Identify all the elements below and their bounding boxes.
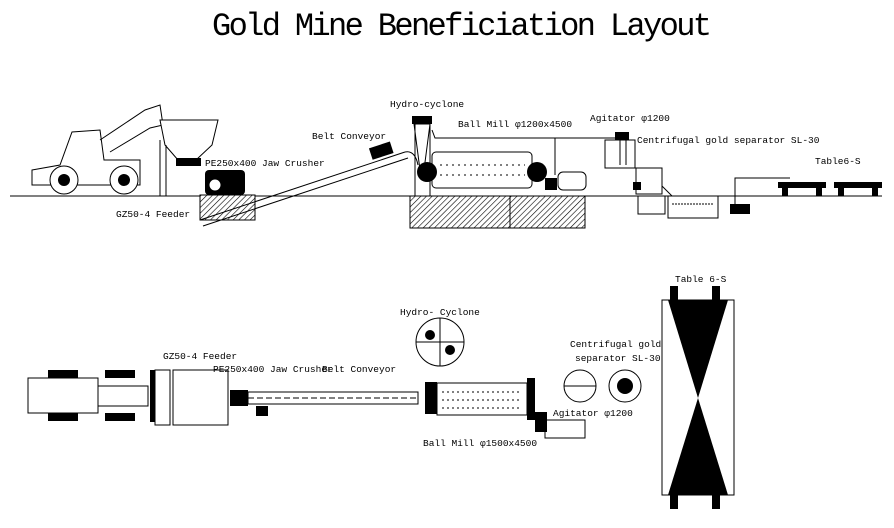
plan-agitator [563,369,642,403]
plan-hydro-cyclone [415,317,465,367]
label-centrifugal-separator: Centrifugal gold separator SL-30 [637,135,820,146]
label-jaw-crusher: PE250x400 Jaw Crusher [205,158,325,169]
plan-label-agitator: Agitator φ1200 [553,408,633,419]
plan-label-jaw-crusher: PE250x400 Jaw Crusher [213,364,333,375]
shaking-tables [778,182,882,196]
centrifugal-separator [633,167,673,215]
plan-ball-mill [425,378,586,439]
feeder-hopper [159,119,219,196]
elevation-view: Hydro-cyclone Ball Mill φ1200x4500 Agita… [10,99,882,229]
plan-label-table: Table 6-S [675,274,727,285]
plan-shaking-table [661,286,735,509]
plan-label-hydro-cyclone: Hydro- Cyclone [400,307,480,318]
plan-label-belt-conveyor: Belt Conveyor [322,364,396,375]
jaw-crusher [199,170,256,221]
tank-and-pump [667,177,790,219]
wheel-loader [31,104,164,195]
agitator [555,132,636,169]
plan-label-centrifugal-1: Centrifugal gold [570,339,661,350]
label-feeder: GZ50-4 Feeder [116,209,190,220]
ball-mill [409,151,587,229]
plan-label-ball-mill: Ball Mill φ1500x4500 [423,438,537,449]
plan-label-centrifugal-2: separator SL-30 [575,353,661,364]
plan-belt-conveyor [230,390,419,416]
label-belt-conveyor: Belt Conveyor [312,131,386,142]
plan-feeder-box [172,369,229,426]
plan-wheel-loader [27,370,155,422]
label-agitator: Agitator φ1200 [590,113,670,124]
plan-label-feeder: GZ50-4 Feeder [163,351,237,362]
label-ball-mill: Ball Mill φ1200x4500 [458,119,572,130]
diagram-title: Gold Mine Beneficiation Layout [212,8,712,45]
label-table: Table6-S [815,156,861,167]
hydro-cyclone [412,116,556,196]
plan-view: Table 6-S Hydro- Cyclone Centrifugal gol… [27,274,735,509]
plan-feeder [154,369,171,426]
belt-conveyor [199,141,419,227]
label-hydro-cyclone: Hydro-cyclone [390,99,464,110]
